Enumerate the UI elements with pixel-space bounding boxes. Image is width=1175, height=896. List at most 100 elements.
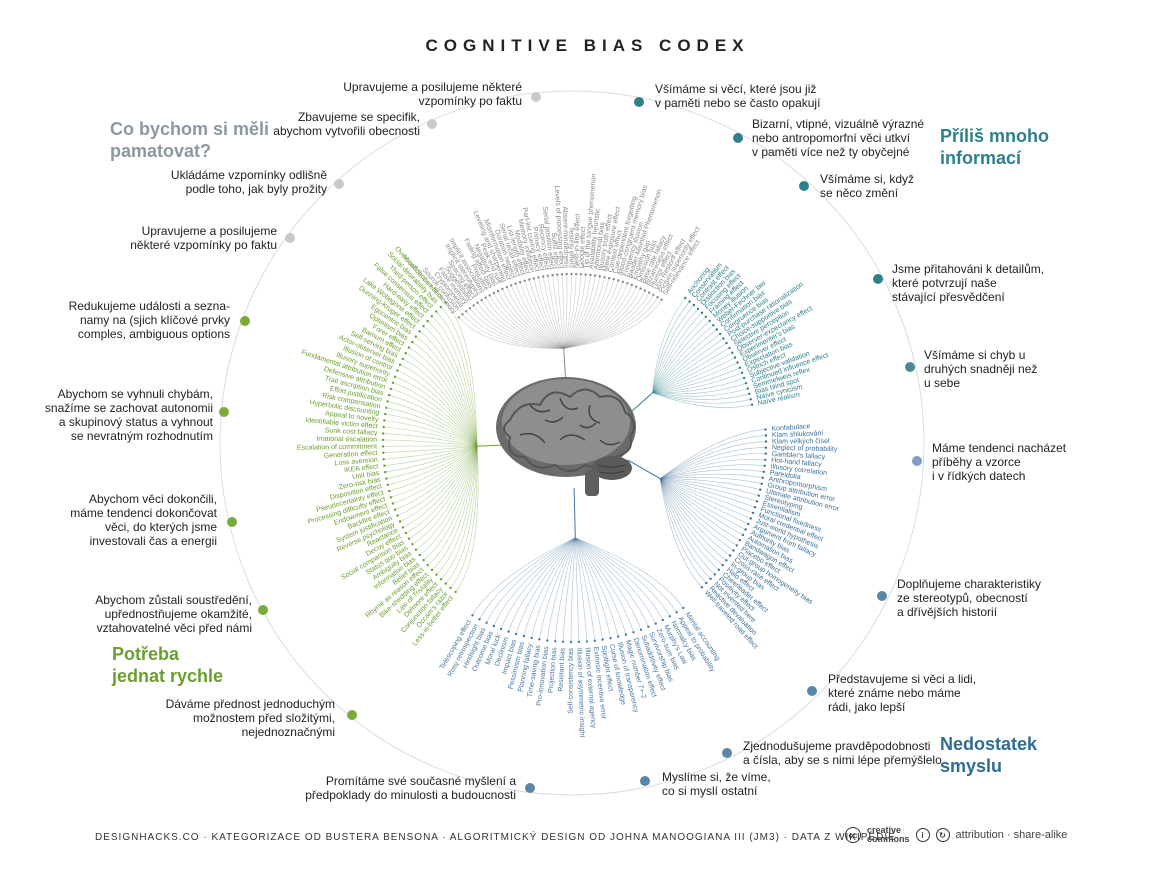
bias-dot xyxy=(763,464,766,467)
bias-dot xyxy=(639,628,643,631)
bias-branch xyxy=(485,297,564,349)
bias-branch xyxy=(563,290,646,349)
bias-dot xyxy=(404,531,408,535)
bias-label: IKEA effect xyxy=(344,463,379,474)
bias-branch xyxy=(529,279,564,349)
bias-branch xyxy=(660,478,758,502)
bias-branch xyxy=(405,446,478,534)
bias-branch xyxy=(427,320,478,447)
bias-branch xyxy=(539,537,576,640)
bias-branch xyxy=(415,336,478,447)
bias-branch xyxy=(659,478,737,546)
bias-dot xyxy=(598,275,601,278)
bias-branch xyxy=(427,446,478,566)
bias-dot xyxy=(764,446,768,449)
bias-branch xyxy=(465,311,564,349)
bias-branch xyxy=(659,429,766,479)
bias-branch xyxy=(383,426,478,447)
bias-branch xyxy=(455,446,479,593)
bias-branch xyxy=(652,304,695,393)
bias-dot xyxy=(461,313,464,316)
category-dot xyxy=(525,783,535,793)
bias-label: Sunk cost fallacy xyxy=(325,427,378,437)
bias-dot xyxy=(454,590,457,594)
bias-branch xyxy=(659,478,727,561)
bias-branch xyxy=(575,537,596,641)
bias-dot xyxy=(388,489,391,493)
bias-dot xyxy=(735,544,738,547)
bias-dot xyxy=(546,639,549,642)
bias-branch xyxy=(506,286,564,349)
bias-label: Unit bias xyxy=(352,470,380,481)
quadrant-title-line: informací xyxy=(940,148,1022,168)
bias-dot xyxy=(505,285,508,289)
category-label-line: vzpomínky po faktu xyxy=(418,94,522,108)
bias-branch xyxy=(405,352,478,447)
bias-branch xyxy=(660,477,762,485)
bias-branch xyxy=(563,281,624,349)
bias-branch xyxy=(523,537,576,637)
category-label-line: Abychom věci dokončili, xyxy=(88,492,217,506)
category-label-line: Upravujeme a posilujeme xyxy=(141,224,277,238)
bias-branch xyxy=(392,382,478,447)
bias-label: Pareidolia xyxy=(769,470,801,482)
bias-label: Suffix effect xyxy=(550,232,560,269)
bias-label: Loss aversion xyxy=(334,457,378,468)
bias-branch xyxy=(538,277,564,349)
bias-label: Konfabulace xyxy=(771,423,810,433)
bias-dot xyxy=(492,291,496,295)
category-dot xyxy=(285,233,295,243)
bias-dot xyxy=(414,335,417,338)
category-dot xyxy=(905,362,915,372)
bias-branch xyxy=(652,338,724,393)
bias-dot xyxy=(389,387,393,391)
bias-branch xyxy=(575,537,642,630)
bias-dot xyxy=(484,296,487,299)
bias-dot xyxy=(668,615,671,618)
bias-branch xyxy=(385,446,478,473)
category-label-line: v paměti nebo se často opakují xyxy=(655,96,821,110)
bias-dot xyxy=(626,282,629,285)
bias-dot xyxy=(383,464,386,467)
bias-dot xyxy=(722,337,725,340)
bias-branch xyxy=(563,284,633,349)
category-label-line: Promítáme své současné myšlení a xyxy=(325,774,516,788)
bias-dot xyxy=(757,494,760,497)
bias-branch xyxy=(486,537,576,623)
category-label: Myslíme si, že víme,co si myslí ostatní xyxy=(662,770,771,798)
bias-branch xyxy=(412,341,478,447)
bias-branch xyxy=(435,311,478,447)
bias-dot xyxy=(744,382,748,385)
bias-branch xyxy=(563,274,591,349)
bias-dot xyxy=(761,476,764,479)
category-label-line: některé vzpomínky po faktu xyxy=(130,238,277,252)
category-label-line: v paměti více než ty obyčejné xyxy=(752,145,910,159)
bias-label: Google effect xyxy=(578,227,587,269)
bias-branch xyxy=(652,382,747,395)
bias-dot xyxy=(401,357,404,361)
bias-branch xyxy=(542,276,564,349)
bias-dot xyxy=(496,289,500,293)
bias-branch xyxy=(563,278,610,349)
branch-trunk xyxy=(627,459,661,480)
bias-branch xyxy=(652,392,750,400)
bias-dot xyxy=(449,586,452,590)
bias-dot xyxy=(624,633,628,636)
bias-branch xyxy=(515,537,576,635)
category-label-line: Všímáme si chyb u xyxy=(924,348,1026,362)
bias-dot xyxy=(396,369,399,372)
cc-by-icon: i xyxy=(915,828,930,842)
bias-branch xyxy=(652,342,727,393)
bias-dot xyxy=(731,351,734,354)
bias-dot xyxy=(389,496,393,499)
bias-dot xyxy=(439,305,442,309)
bias-dot xyxy=(537,276,540,279)
bias-dot xyxy=(733,356,737,359)
bias-branch xyxy=(547,537,576,641)
bias-dot xyxy=(575,272,578,276)
bias-dot xyxy=(381,445,385,448)
